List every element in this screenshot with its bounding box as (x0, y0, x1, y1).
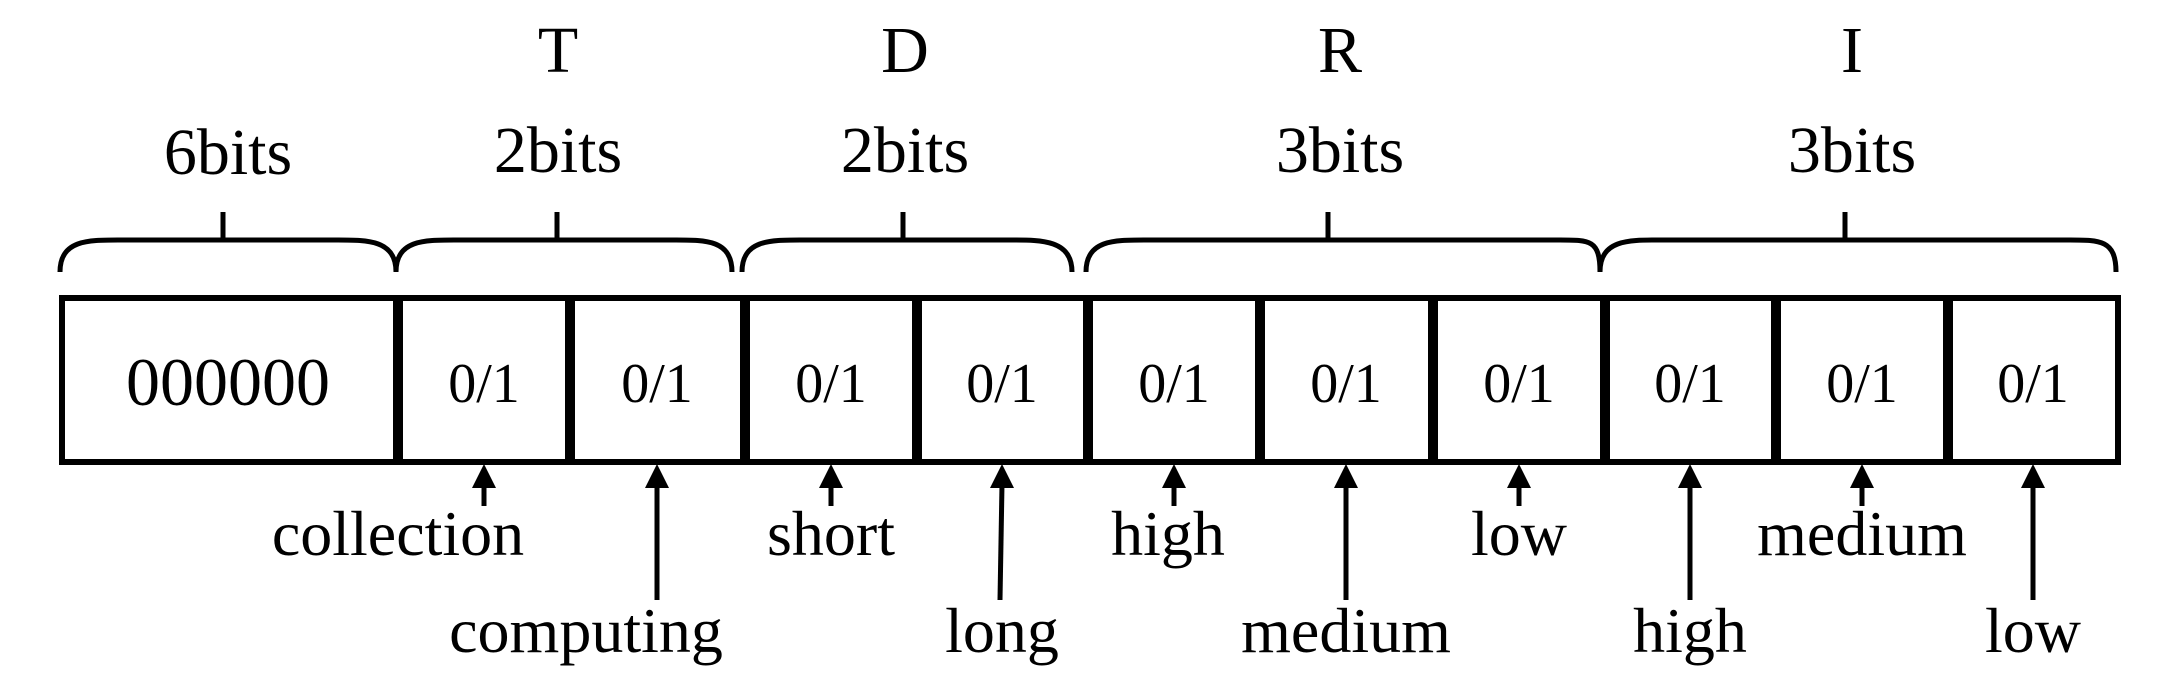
label-short: short (767, 498, 895, 569)
arrowhead (472, 464, 496, 488)
field-title-d: D (881, 14, 929, 87)
brace-r (1083, 212, 1603, 273)
label-i-high: high (1633, 595, 1747, 666)
field-title-i: I (1841, 14, 1863, 87)
label-r-high: high (1111, 498, 1225, 569)
bit-cell-d-short: 0/1 (795, 353, 867, 415)
brace-t (393, 212, 735, 273)
field-bits-t: 2bits (494, 114, 622, 187)
label-r-low: low (1471, 498, 1567, 569)
bit-cell-t-collection: 0/1 (448, 353, 520, 415)
bit-cell-r-medium: 0/1 (1310, 353, 1382, 415)
brace-prefix (57, 212, 399, 273)
field-bits-prefix: 6bits (164, 116, 292, 189)
label-i-medium: medium (1757, 498, 1967, 569)
arrowhead (1850, 464, 1874, 488)
bit-cell-r-low: 0/1 (1483, 353, 1555, 415)
arrowhead (645, 464, 669, 488)
field-bits-r: 3bits (1276, 114, 1404, 187)
arrow-long (997, 483, 1005, 601)
arrowhead (819, 464, 843, 488)
field-bits-d: 2bits (841, 114, 969, 187)
label-i-low: low (1985, 595, 2081, 666)
bit-cell-i-medium: 0/1 (1826, 353, 1898, 415)
brace-i (1597, 212, 2119, 273)
arrowhead (1507, 464, 1531, 488)
arrowhead (990, 464, 1014, 488)
bit-cell-r-high: 0/1 (1138, 353, 1210, 415)
bit-cell-i-high: 0/1 (1654, 353, 1726, 415)
arrowhead (2021, 464, 2045, 488)
prefix-cell: 000000 (126, 344, 330, 420)
arrowhead (1162, 464, 1186, 488)
field-title-r: R (1318, 14, 1362, 87)
bit-cell-d-long: 0/1 (966, 353, 1038, 415)
label-computing: computing (449, 595, 723, 666)
label-long: long (945, 595, 1059, 666)
field-bits-i: 3bits (1788, 114, 1916, 187)
label-r-medium: medium (1241, 595, 1451, 666)
bit-cell-i-low: 0/1 (1997, 353, 2069, 415)
arrowhead (1334, 464, 1358, 488)
field-title-t: T (538, 14, 578, 87)
label-collection: collection (272, 498, 524, 569)
arrowhead (1678, 464, 1702, 488)
bit-cell-t-computing: 0/1 (621, 353, 693, 415)
brace-d (739, 212, 1075, 273)
